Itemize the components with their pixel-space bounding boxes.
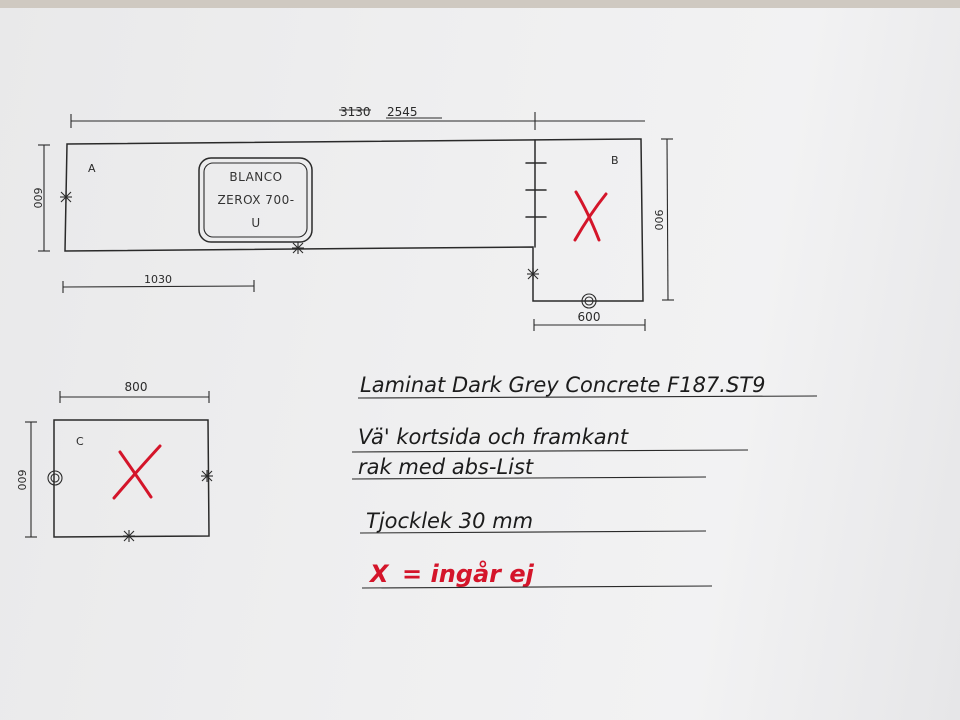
note-underline: [359, 530, 707, 534]
note-underline: [351, 449, 749, 453]
legend-x-meaning: = ingår ej: [402, 559, 535, 588]
piece-b-width-dim: [533, 319, 646, 331]
top-dim-struck-value: 3130: [340, 105, 371, 119]
note-underline: [357, 395, 818, 399]
sink-label-line1: BLANCO: [229, 170, 282, 184]
joint-marks: [525, 162, 547, 218]
note-material: Laminat Dark Grey Concrete F187.ST9: [360, 373, 766, 397]
piece-c-outline: [53, 419, 210, 538]
note-edges-line1: Vä' kortsida och framkant: [358, 425, 629, 449]
note-underline: [351, 476, 707, 480]
sink-label-line3: U: [251, 216, 260, 230]
piece-b-width-value: 600: [578, 310, 601, 324]
piece-b-label: B: [611, 154, 619, 167]
top-dimension-line: [70, 112, 645, 130]
edge-mark-circle: [47, 470, 63, 486]
piece-c-width-value: 800: [125, 380, 148, 394]
edge-mark-circle: [581, 293, 597, 309]
piece-ab-outline: [64, 138, 644, 302]
note-thickness: Tjocklek 30 mm: [366, 509, 533, 533]
piece-a-label: A: [88, 162, 96, 175]
sink-cutout-outer: [198, 157, 313, 243]
piece-a-sink-offset-value: 1030: [144, 273, 172, 286]
piece-b-height-value: 900: [652, 210, 665, 231]
excluded-x-mark-c: [112, 444, 162, 500]
excluded-x-mark-b: [573, 190, 608, 242]
note-underline: [361, 585, 713, 589]
edge-mark-asterisk: [201, 470, 213, 482]
note-edges-line2: rak med abs-List: [358, 455, 534, 479]
paper-sheet: [0, 8, 960, 720]
sink-cutout-inner: [203, 162, 308, 238]
piece-c-label: C: [76, 435, 84, 448]
sink-label-line2: ZEROX 700-: [217, 193, 294, 207]
piece-a-height-dim: [38, 144, 50, 252]
piece-c-height-value: 600: [15, 470, 28, 491]
piece-a-height-value: 600: [31, 188, 44, 209]
piece-c-width-dim: [59, 391, 210, 403]
edge-mark-asterisk: [292, 242, 304, 254]
piece-a-sink-offset-dim: [62, 280, 255, 293]
legend-x-symbol: X: [368, 560, 390, 588]
edge-mark-asterisk: [527, 268, 539, 280]
piece-c-height-dim: [25, 421, 37, 538]
top-dim-value: 2545: [387, 105, 418, 119]
edge-mark-asterisk: [60, 191, 72, 203]
piece-b-height-dim: [661, 138, 674, 301]
edge-mark-asterisk: [123, 530, 135, 542]
